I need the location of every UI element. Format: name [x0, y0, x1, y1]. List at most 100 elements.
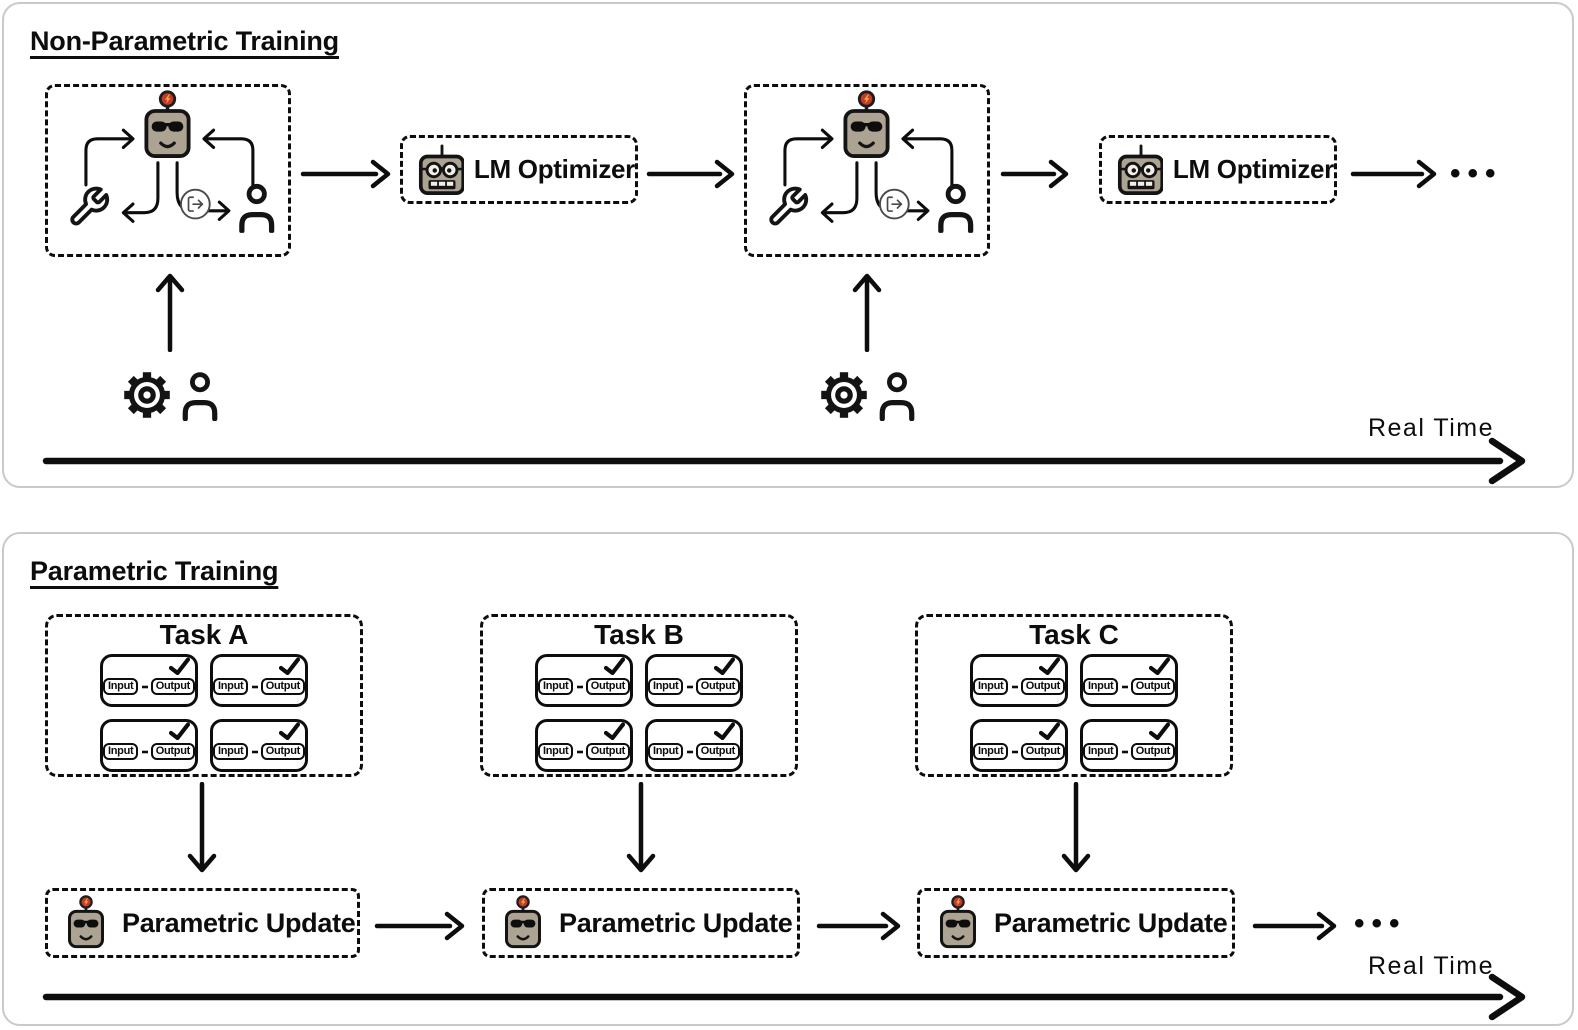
- arrow-right-icon: [577, 685, 583, 688]
- arrow-right-icon: [577, 750, 583, 753]
- wrench-icon: [70, 186, 110, 226]
- output-chip: Output: [150, 678, 195, 695]
- parametric-update-label: Parametric Update: [994, 907, 1228, 938]
- task-feed-arrow-down: [1061, 782, 1091, 873]
- io-card-grid: Input Output Input Output Input Output: [483, 654, 795, 772]
- robot-face-sunglasses-icon: [843, 89, 890, 159]
- output-chip: Output: [585, 743, 630, 760]
- task-box-a: Task A Input Output Input Output Input: [45, 614, 363, 777]
- arrow-right-icon: [252, 685, 258, 688]
- io-sample-card: Input Output: [210, 719, 308, 772]
- parametric-update-box-3: Parametric Update: [917, 888, 1235, 958]
- input-chip: Input: [648, 678, 684, 695]
- check-icon: [1149, 722, 1170, 740]
- ellipsis-dots: •••: [1354, 907, 1407, 940]
- arrow-right-icon: [142, 750, 148, 753]
- arrow-right-icon: [1012, 750, 1018, 753]
- robot-face-sunglasses-icon: [67, 894, 105, 949]
- input-chip: Input: [103, 678, 139, 695]
- arrow-right-icon: [1122, 750, 1128, 753]
- output-chip: Output: [695, 743, 740, 760]
- robot-face-sunglasses-icon: [144, 89, 191, 159]
- arrow-right-icon: [142, 685, 148, 688]
- gear-icon: [815, 366, 873, 424]
- agent-loop-graphic: [769, 89, 986, 253]
- output-chip: Output: [1020, 678, 1065, 695]
- parametric-update-label: Parametric Update: [122, 907, 356, 938]
- flow-arrow: [1000, 159, 1069, 189]
- check-icon: [169, 722, 190, 740]
- io-sample-card: Input Output: [645, 654, 743, 707]
- output-chip: Output: [695, 678, 740, 695]
- real-time-label: Real Time: [1367, 414, 1494, 442]
- flow-arrow: [300, 159, 391, 189]
- parametric-update-box-1: Parametric Update: [45, 888, 360, 958]
- input-chip: Input: [1083, 743, 1119, 760]
- person-icon: [181, 371, 219, 421]
- robot-face-sunglasses-icon: [939, 894, 977, 949]
- person-icon: [941, 186, 971, 231]
- output-chip: Output: [585, 678, 630, 695]
- flow-arrow: [1252, 911, 1337, 941]
- io-sample-card: Input Output: [1080, 654, 1178, 707]
- task-title: Task A: [159, 619, 249, 650]
- io-sample-card: Input Output: [645, 719, 743, 772]
- check-icon: [169, 657, 190, 675]
- non-parametric-title: Non-Parametric Training: [30, 26, 339, 56]
- output-chip: Output: [1020, 743, 1065, 760]
- parametric-panel: Parametric Training Task A Input Output …: [2, 532, 1574, 1026]
- agent-loop-graphic: [70, 89, 287, 253]
- arrow-right-icon: [1122, 685, 1128, 688]
- timeline-arrow: [42, 973, 1526, 1021]
- flow-arrow: [816, 911, 901, 941]
- input-chip: Input: [103, 743, 139, 760]
- io-sample-card: Input Output: [535, 719, 633, 772]
- io-card-grid: Input Output Input Output Input Output: [48, 654, 360, 772]
- check-icon: [604, 657, 625, 675]
- arrow-right-icon: [687, 685, 693, 688]
- output-chip: Output: [1130, 678, 1175, 695]
- task-box-c: Task C Input Output Input Output Input: [915, 614, 1233, 777]
- parametric-update-box-2: Parametric Update: [482, 888, 800, 958]
- output-chip: Output: [260, 678, 305, 695]
- arrow-right-icon: [1012, 685, 1018, 688]
- io-sample-card: Input Output: [100, 654, 198, 707]
- flow-arrow: [646, 159, 735, 189]
- lm-optimizer-box-1: LM Optimizer: [400, 135, 638, 204]
- flow-arrow: [1350, 159, 1437, 189]
- agent-loop-box-1: [45, 84, 291, 257]
- io-sample-card: Input Output: [210, 654, 308, 707]
- robot-face-sunglasses-icon: [504, 894, 542, 949]
- flow-arrow: [374, 911, 465, 941]
- input-chip: Input: [213, 678, 249, 695]
- io-sample-card: Input Output: [1080, 719, 1178, 772]
- environment-user-group: [815, 364, 927, 426]
- person-icon: [878, 371, 916, 421]
- io-sample-card: Input Output: [100, 719, 198, 772]
- feed-arrow-up: [155, 273, 185, 352]
- lm-optimizer-box-2: LM Optimizer: [1099, 135, 1337, 204]
- ellipsis-dots: •••: [1450, 157, 1503, 190]
- input-chip: Input: [973, 743, 1009, 760]
- io-sample-card: Input Output: [970, 654, 1068, 707]
- input-chip: Input: [538, 743, 574, 760]
- task-feed-arrow-down: [187, 782, 217, 873]
- check-icon: [279, 657, 300, 675]
- environment-user-group: [118, 364, 230, 426]
- check-icon: [1039, 657, 1060, 675]
- input-chip: Input: [213, 743, 249, 760]
- input-chip: Input: [648, 743, 684, 760]
- parametric-update-label: Parametric Update: [559, 907, 793, 938]
- output-chip: Output: [260, 743, 305, 760]
- arrow-right-icon: [687, 750, 693, 753]
- input-chip: Input: [973, 678, 1009, 695]
- robot-face-icon: [418, 143, 464, 195]
- parametric-title: Parametric Training: [30, 556, 279, 586]
- io-card-grid: Input Output Input Output Input Output: [918, 654, 1230, 772]
- agent-loop-box-2: [744, 84, 990, 257]
- timeline-arrow: [42, 437, 1526, 485]
- arrow-right-icon: [252, 750, 258, 753]
- check-icon: [1039, 722, 1060, 740]
- lm-optimizer-label: LM Optimizer: [473, 154, 635, 184]
